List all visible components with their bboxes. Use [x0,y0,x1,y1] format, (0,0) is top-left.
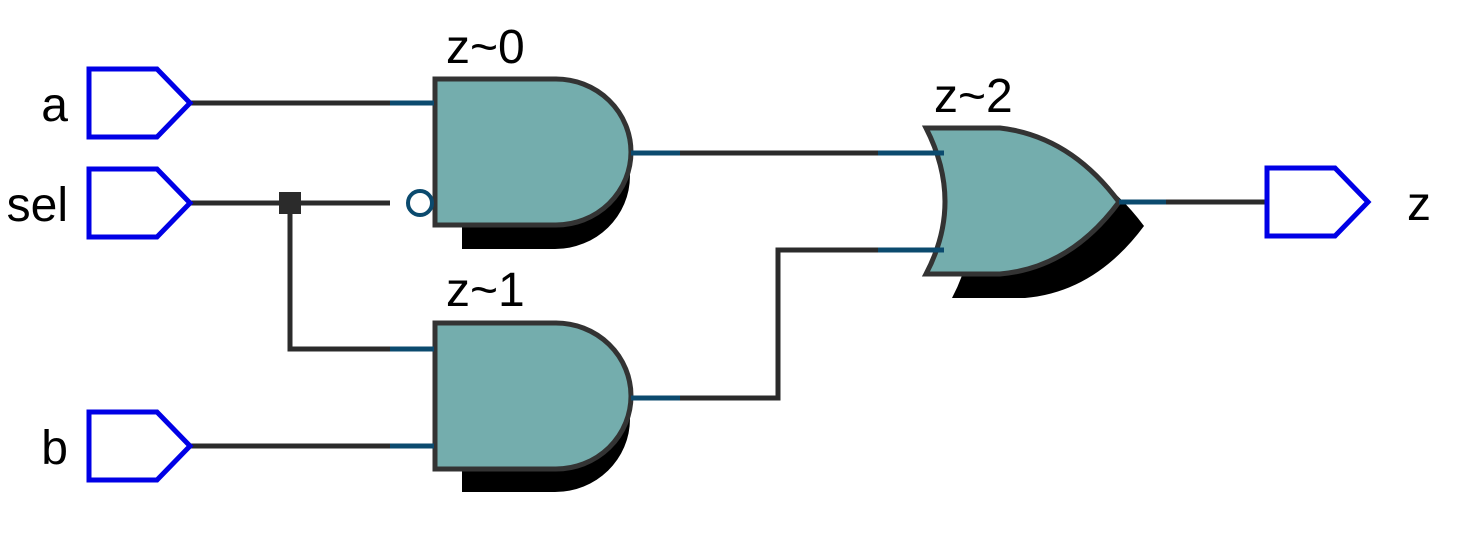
wire-sel-branch [287,203,390,352]
input-port-shape [86,166,194,240]
input-label-sel: sel [7,179,68,232]
and-gate-body [432,76,634,228]
input-port-a: a [41,66,194,140]
input-port-shape [86,409,194,483]
output-label-z: z [1407,178,1431,231]
gate-label-z0: z~0 [446,21,525,74]
wire-junction [279,192,301,214]
input-port-shape [86,66,194,140]
input-label-a: a [41,79,68,132]
gate-label-z1: z~1 [446,264,525,317]
output-port-z: z [1264,165,1431,239]
and-gate-body [432,320,634,472]
input-port-sel: sel [7,166,194,240]
wire-z1-out [680,247,878,401]
output-port-shape [1264,165,1372,239]
inversion-bubble [406,189,434,217]
wires [190,100,1267,449]
input-port-b: b [41,409,194,483]
or-gate-body [921,125,1123,277]
and-gate-z0: z~0 [390,21,680,249]
or-gate-z2: z~2 [878,70,1166,298]
gate-label-z2: z~2 [934,70,1013,123]
and-gate-z1: z~1 [390,264,680,492]
input-label-b: b [41,422,68,475]
